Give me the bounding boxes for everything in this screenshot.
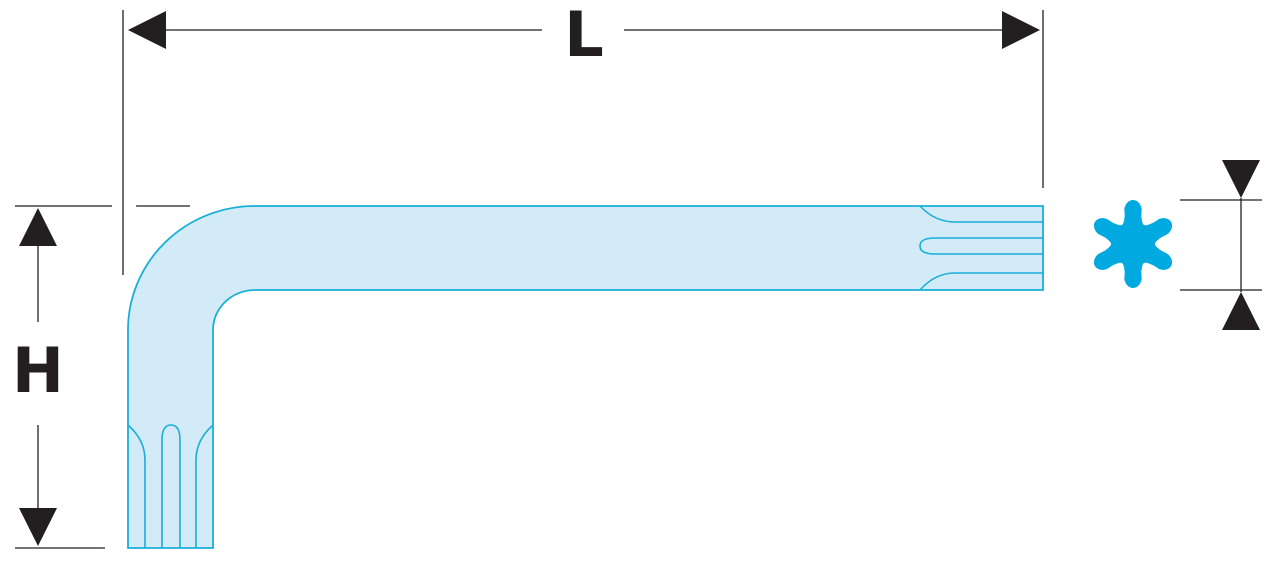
arrow-right-icon bbox=[1002, 11, 1040, 49]
horizontal-tip-flutes bbox=[919, 205, 1043, 291]
arrow-left-icon bbox=[128, 11, 166, 49]
vertical-tip-flutes bbox=[127, 424, 214, 548]
tip-size-dimension bbox=[1180, 160, 1262, 330]
torx-star-profile-icon bbox=[1093, 200, 1173, 288]
length-label: L bbox=[564, 0, 604, 71]
arrow-up-icon bbox=[1222, 292, 1260, 330]
torx-star-shape bbox=[1093, 200, 1173, 288]
l-key-body bbox=[127, 205, 1044, 549]
torx-flutes bbox=[127, 205, 1043, 548]
length-dimension bbox=[122, 10, 1044, 275]
arrow-down-icon bbox=[1222, 160, 1260, 198]
height-label: H bbox=[12, 334, 64, 407]
arrow-up-icon bbox=[19, 208, 57, 246]
height-dimension bbox=[15, 205, 190, 549]
arrow-down-icon bbox=[19, 508, 57, 546]
